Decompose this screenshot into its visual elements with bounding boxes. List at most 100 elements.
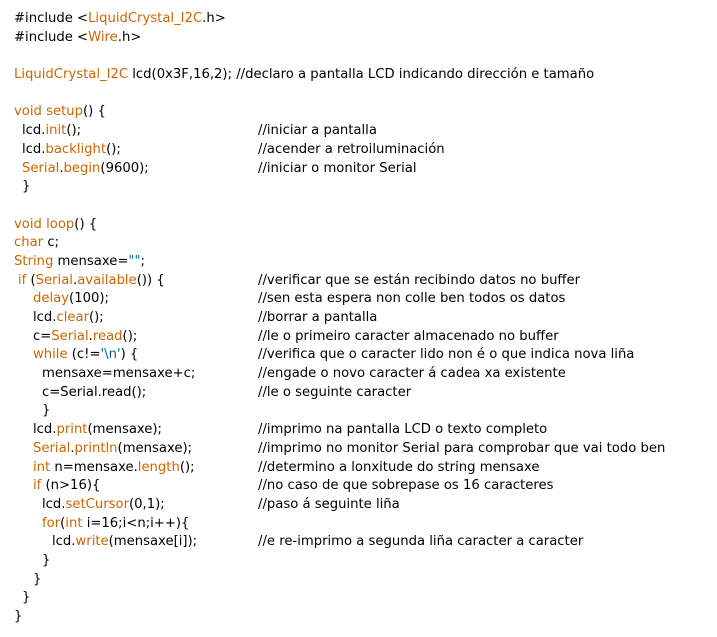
- code-text: if (n>16){: [33, 477, 100, 496]
- code-comment: //le o seguinte caracter: [258, 384, 412, 400]
- code-line: }: [0, 178, 717, 197]
- code-segment: c;: [43, 235, 60, 251]
- code-segment: i=16;i<n;i++){: [82, 515, 190, 531]
- code-listing: #include <LiquidCrystal_I2C.h>#include <…: [0, 10, 717, 627]
- code-segment: (: [26, 272, 36, 288]
- code-line: lcd.write(mensaxe[i]); //e re-imprimo a s…: [0, 533, 717, 552]
- code-segment: }: [14, 609, 23, 624]
- code-segment: ();: [66, 123, 82, 139]
- code-segment: (c!=: [67, 347, 101, 363]
- code-line: }: [0, 571, 717, 590]
- code-keyword: int: [33, 459, 51, 475]
- code-line: [0, 85, 717, 104]
- code-keyword: delay: [33, 291, 70, 307]
- code-text: c=Serial.read();: [33, 328, 137, 347]
- code-text: Serial.println(mensaxe);: [33, 440, 192, 459]
- code-keyword: for: [42, 515, 61, 531]
- code-comment: //determino a lonxitude do string mensax…: [258, 459, 540, 475]
- code-keyword: int: [65, 515, 83, 531]
- code-segment: lcd(0x3F,16,2); //declaro a pantalla LCD…: [128, 67, 595, 83]
- code-keyword: println: [74, 440, 118, 456]
- code-line: mensaxe=mensaxe+c; //engade o novo caract…: [0, 365, 717, 384]
- code-segment: ) {: [120, 347, 139, 363]
- code-segment: .: [72, 272, 78, 288]
- code-text: if (Serial.available()) {: [18, 272, 165, 291]
- code-text: lcd.setCursor(0,1);: [42, 496, 165, 515]
- code-line: for(int i=16;i<n;i++){: [0, 515, 717, 534]
- code-keyword: Serial: [35, 272, 73, 288]
- code-segment: (: [60, 515, 66, 531]
- code-segment: lcd.: [33, 422, 57, 438]
- code-line: }: [0, 402, 717, 421]
- code-keyword: while: [33, 347, 68, 363]
- code-comment: //sen esta espera non colle ben todos os…: [258, 291, 566, 307]
- code-keyword: if: [18, 272, 27, 288]
- code-text: int n=mensaxe.length();: [33, 459, 195, 478]
- code-comment: //verificar que se están recibindo datos…: [258, 272, 581, 288]
- code-text: lcd.backlight();: [22, 141, 121, 160]
- code-keyword: Serial: [51, 328, 89, 344]
- code-comment: //e re-imprimo a segunda liña caracter a…: [258, 534, 584, 550]
- code-line: if (n>16){ //no caso de que sobrepase os …: [0, 477, 717, 496]
- code-keyword: available: [77, 272, 137, 288]
- code-line: int n=mensaxe.length(); //determino a lon…: [0, 459, 717, 478]
- code-line: LiquidCrystal_I2C lcd(0x3F,16,2); //decl…: [0, 66, 717, 85]
- code-line: c=Serial.read(); //le o seguinte caracter: [0, 384, 717, 403]
- code-line: delay(100);//sen esta espera non colle b…: [0, 290, 717, 309]
- code-segment: lcd.: [52, 534, 76, 550]
- code-segment: c=Serial.read();: [42, 384, 147, 400]
- code-keyword: clear: [56, 310, 90, 325]
- code-text: lcd.write(mensaxe[i]);: [52, 533, 197, 552]
- code-segment: c=: [33, 328, 52, 344]
- code-segment: .: [59, 160, 64, 176]
- code-keyword: char: [14, 235, 44, 251]
- code-keyword: write: [75, 534, 109, 550]
- code-text: mensaxe=mensaxe+c;: [42, 365, 195, 384]
- code-segment: lcd.: [33, 310, 57, 325]
- code-text: c=Serial.read();: [42, 384, 146, 403]
- code-text: for(int i=16;i<n;i++){: [42, 515, 189, 534]
- code-segment: ();: [122, 328, 138, 344]
- code-keyword: backlight: [45, 141, 107, 157]
- code-comment: //verifica que o caracter lido non é o q…: [258, 347, 635, 363]
- code-line: Serial.println(mensaxe); //imprimo no mon…: [0, 440, 717, 459]
- code-line: lcd.clear();//borrar a pantalla: [0, 309, 717, 328]
- code-line: c=Serial.read();//le o primeiro caracter…: [0, 328, 717, 347]
- code-text: String mensaxe="";: [14, 253, 145, 272]
- code-keyword: length: [137, 459, 180, 475]
- code-line: lcd.setCursor(0,1); //paso á seguinte liñ…: [0, 496, 717, 515]
- code-comment: //engade o novo caracter á cadea xa exis…: [258, 366, 566, 382]
- code-segment: }: [42, 403, 51, 419]
- code-text: void setup() {: [14, 103, 106, 122]
- code-text: LiquidCrystal_I2C lcd(0x3F,16,2); //decl…: [14, 66, 594, 85]
- code-text: }: [33, 571, 41, 590]
- code-segment: () {: [74, 216, 98, 232]
- code-segment: lcd.: [42, 496, 66, 512]
- code-string: "": [128, 253, 141, 269]
- code-segment: #include <: [14, 29, 89, 45]
- code-text: void loop() {: [14, 216, 97, 235]
- code-keyword: print: [56, 422, 88, 438]
- code-keyword: Wire: [88, 29, 118, 45]
- code-line: while (c!='\n') {//verifica que o caract…: [0, 346, 717, 365]
- code-comment: //iniciar o monitor Serial: [258, 160, 417, 176]
- code-keyword: String: [14, 253, 54, 269]
- code-line: Serial.begin(9600); //iniciar o monitor S…: [0, 160, 717, 179]
- code-keyword: Serial: [33, 440, 71, 456]
- code-keyword: setup: [46, 104, 84, 120]
- code-comment: //paso á seguinte liña: [258, 496, 400, 512]
- code-text: Serial.begin(9600);: [22, 160, 149, 179]
- code-comment: //no caso de que sobrepase os 16 caracte…: [258, 478, 554, 494]
- code-keyword: void: [14, 104, 42, 120]
- code-segment: (9600);: [100, 160, 149, 176]
- code-line: if (Serial.available()) { //verificar que…: [0, 272, 717, 291]
- code-segment: (0,1);: [129, 496, 165, 512]
- code-segment: () {: [83, 104, 106, 120]
- code-comment: //iniciar a pantalla: [258, 123, 377, 139]
- code-comment: //imprimo no monitor Serial para comprob…: [258, 440, 666, 456]
- code-segment: ;: [140, 253, 145, 269]
- code-segment: ()) {: [136, 272, 165, 288]
- code-text: }: [14, 608, 22, 627]
- code-keyword: read: [92, 328, 123, 344]
- code-line: char c;: [0, 234, 717, 253]
